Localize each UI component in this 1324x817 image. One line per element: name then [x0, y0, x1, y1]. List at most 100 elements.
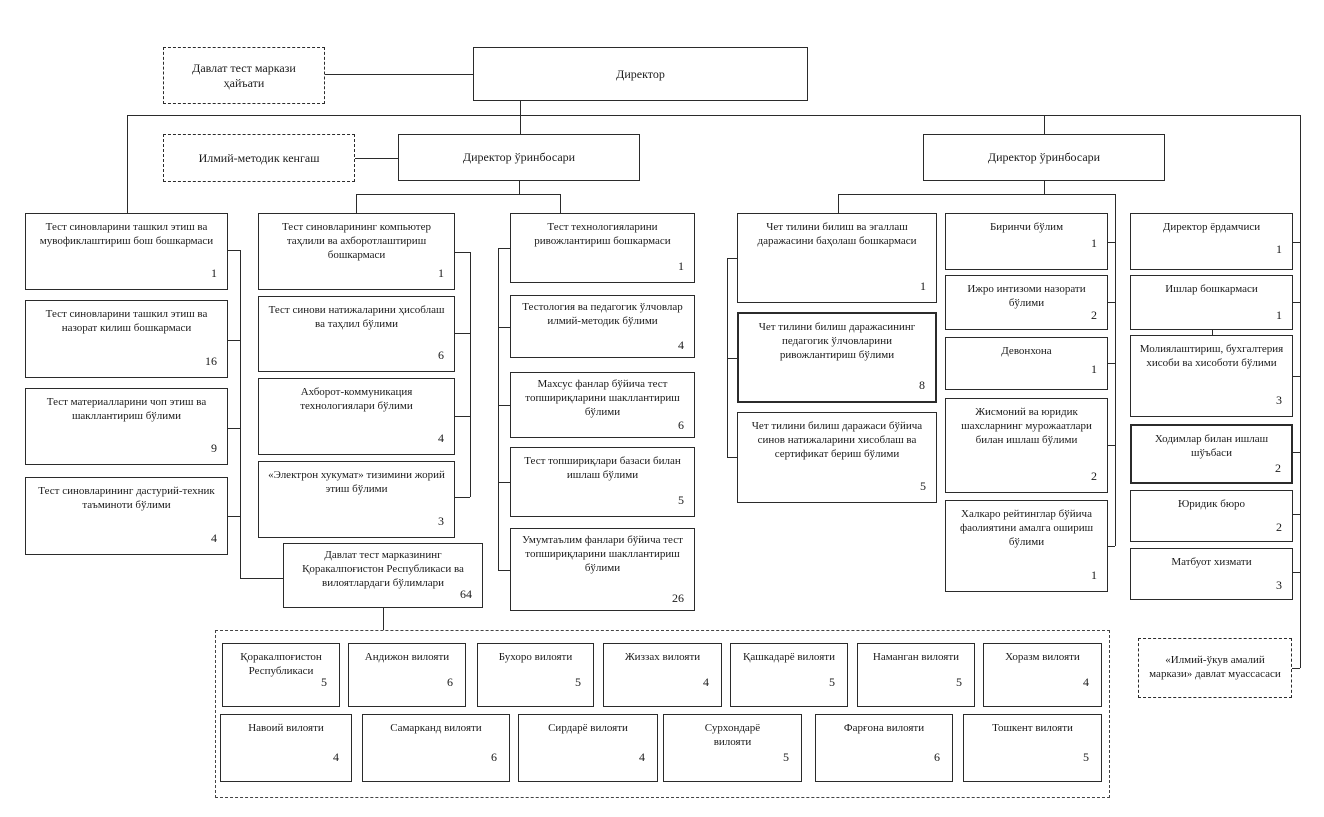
connector-line: [498, 570, 510, 571]
region-box: Қашкадарё вилояти 5: [730, 643, 848, 707]
staff-count: 2: [1275, 461, 1281, 475]
staff-count: 64: [460, 587, 472, 601]
staff-count: 4: [438, 431, 444, 445]
connector-line: [560, 194, 561, 213]
connector-line: [1293, 572, 1300, 573]
connector-line: [228, 516, 240, 517]
org-unit-label: Чет тилини билиш ва эгаллаш даражасини б…: [757, 221, 917, 247]
connector-line: [727, 258, 737, 259]
org-unit-box: Тест технологияларини ривожлантириш бошк…: [510, 213, 695, 283]
deputy-right-box: Директор ўринбосари: [923, 134, 1165, 181]
staff-count: 2: [1091, 469, 1097, 483]
staff-count: 16: [205, 354, 217, 368]
region-box: Қоракалпоғистон Республикаси 5: [222, 643, 340, 707]
staff-count: 4: [211, 531, 217, 545]
deputy-left-label: Директор ўринбосари: [462, 150, 576, 164]
org-unit-label: Махсус фанлар бўйича тест топшириқларини…: [525, 378, 680, 418]
region-box: Сирдарё вилояти 4: [518, 714, 658, 782]
org-unit-box: Чет тилини билиш даражаси бўйича синов н…: [737, 412, 937, 503]
org-unit-box: Тест материалларини чоп этиш ва шакллант…: [25, 388, 228, 465]
connector-line: [455, 333, 470, 334]
connector-line: [727, 358, 737, 359]
org-unit-label: Тест синовларининг дастурий-техник таъми…: [38, 485, 215, 511]
region-box: Фарғона вилояти 6: [815, 714, 953, 782]
staff-count: 6: [678, 418, 684, 432]
org-unit-label: Директор ёрдамчиси: [1162, 221, 1261, 233]
region-label: Тошкент вилояти: [992, 722, 1073, 734]
org-unit-box: Тест синовларини ташкил этиш ва мувофикл…: [25, 213, 228, 290]
staff-count: 9: [211, 441, 217, 455]
org-unit-box: Молиялаштириш, бухгалтерия хисоби ва хис…: [1130, 335, 1293, 417]
staff-count: 3: [1276, 578, 1282, 592]
connector-line: [1212, 330, 1213, 335]
connector-line: [356, 194, 560, 195]
staff-count: 1: [678, 259, 684, 273]
region-count: 4: [1083, 675, 1089, 689]
connector-line: [498, 248, 510, 249]
org-unit-label: Умумтаълим фанлари бўйича тест топшириқл…: [522, 534, 683, 574]
connector-line: [228, 250, 240, 251]
connector-line: [1108, 363, 1115, 364]
region-count: 4: [639, 750, 645, 764]
region-count: 4: [333, 750, 339, 764]
staff-count: 1: [1091, 236, 1097, 250]
staff-count: 1: [438, 266, 444, 280]
staff-count: 5: [678, 493, 684, 507]
org-unit-label: Биринчи бўлим: [989, 221, 1064, 233]
connector-line: [325, 74, 473, 75]
connector-line: [498, 405, 510, 406]
connector-line: [1293, 452, 1300, 453]
connector-line: [1044, 181, 1045, 194]
connector-line: [1293, 514, 1300, 515]
org-unit-box: Жисмоний ва юридик шахсларнинг мурожаатл…: [945, 398, 1108, 493]
connector-line: [838, 194, 1115, 195]
region-box: Самарканд вилояти 6: [362, 714, 510, 782]
staff-count: 1: [211, 266, 217, 280]
region-count: 6: [491, 750, 497, 764]
org-unit-box: Халкаро рейтинглар бўйича фаолиятини ама…: [945, 500, 1108, 592]
org-unit-box: Ходимлар билан ишлаш шўъбаси 2: [1130, 424, 1293, 484]
connector-line: [1044, 115, 1045, 134]
staff-count: 1: [1276, 242, 1282, 256]
region-count: 5: [575, 675, 581, 689]
org-unit-label: Девонхона: [1001, 345, 1052, 357]
region-count: 4: [703, 675, 709, 689]
region-label: Самарканд вилояти: [390, 722, 482, 734]
connector-line: [1292, 668, 1300, 669]
connector-line: [1108, 242, 1115, 243]
connector-line: [228, 340, 240, 341]
connector-line: [127, 115, 128, 213]
region-box: Наманган вилояти 5: [857, 643, 975, 707]
council-label: Давлат тест маркази ҳайъати: [192, 60, 296, 90]
region-box: Тошкент вилояти 5: [963, 714, 1102, 782]
region-label: Андижон вилояти: [364, 651, 450, 663]
org-unit-box: Тест синови натижаларини ҳисоблаш ва таҳ…: [258, 296, 455, 372]
region-count: 5: [321, 675, 327, 689]
org-unit-box: Тест синовларининг дастурий-техник таъми…: [25, 477, 228, 555]
regions-container: [215, 630, 1110, 798]
staff-count: 5: [920, 479, 926, 493]
org-unit-label: Тест синовларини ташкил этиш ва назорат …: [45, 308, 208, 334]
region-label: Жиззах вилояти: [624, 651, 701, 663]
director-box: Директор: [473, 47, 808, 101]
org-unit-box: Чет тилини билиш ва эгаллаш даражасини б…: [737, 213, 937, 303]
org-unit-label: Тест технологияларини ривожлантириш бошк…: [534, 221, 671, 247]
staff-count: 3: [438, 514, 444, 528]
org-unit-label: Жисмоний ва юридик шахсларнинг мурожаатл…: [961, 406, 1092, 446]
org-unit-box: Чет тилини билиш даражасининг педагогик …: [737, 312, 937, 403]
org-unit-label: Халкаро рейтинглар бўйича фаолиятини ама…: [959, 508, 1094, 548]
org-unit-label: Матбуот хизмати: [1171, 556, 1252, 568]
staff-count: 1: [1091, 568, 1097, 582]
org-unit-box: Умумтаълим фанлари бўйича тест топшириқл…: [510, 528, 695, 611]
staff-count: 1: [1091, 362, 1097, 376]
connector-line: [240, 578, 283, 579]
connector-line: [727, 457, 737, 458]
connector-line: [356, 194, 357, 213]
connector-line: [455, 252, 470, 253]
org-unit-box: Ишлар бошкармаси 1: [1130, 275, 1293, 330]
org-unit-box: Матбуот хизмати 3: [1130, 548, 1293, 600]
connector-line: [470, 252, 471, 497]
region-count: 6: [447, 675, 453, 689]
org-unit-label: Чет тилини билиш даражаси бўйича синов н…: [751, 420, 923, 460]
